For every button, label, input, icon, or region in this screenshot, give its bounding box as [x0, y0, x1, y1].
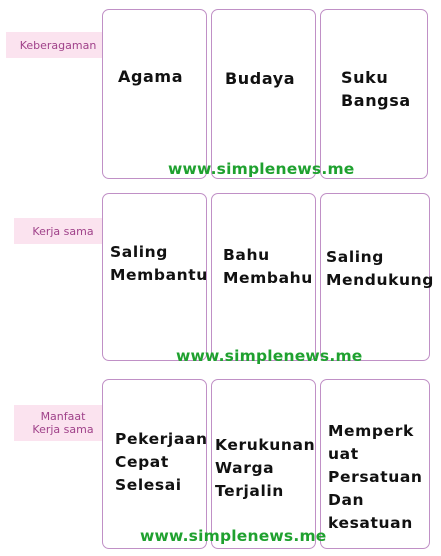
card-text: Budaya	[225, 69, 296, 88]
card-text: Saling Mendukung	[326, 248, 434, 289]
row-label-text: Manfaat Kerja sama	[32, 410, 94, 436]
card-saling-membantu	[102, 193, 207, 361]
row-label-text: Kerja sama	[32, 224, 94, 238]
card-text: Memperk uat Persatuan Dan kesatuan	[328, 422, 423, 532]
watermark-text: www.simplenews.me	[176, 347, 363, 365]
card-memperkuat-persatuan	[320, 379, 430, 549]
card-text: Agama	[118, 67, 184, 86]
watermark-text: www.simplenews.me	[168, 160, 355, 178]
card-budaya	[211, 9, 316, 179]
card-text: Bahu Membahu	[223, 246, 313, 287]
card-text: Suku Bangsa	[341, 68, 411, 110]
card-suku-bangsa	[320, 9, 428, 179]
row-label-text: Keberagaman	[19, 38, 97, 52]
card-pekerjaan-cepat-selesai	[102, 379, 207, 549]
card-agama	[102, 9, 207, 179]
row-label-keberagaman: Keberagaman	[6, 32, 118, 58]
card-saling-mendukung	[320, 193, 430, 361]
card-text: Saling Membantu	[110, 243, 208, 284]
card-bahu-membahu	[211, 193, 316, 361]
watermark-text: www.simplenews.me	[140, 527, 327, 545]
card-kerukunan-warga-terjalin	[211, 379, 316, 549]
card-text: Kerukunan Warga Terjalin	[215, 436, 316, 500]
card-text: Pekerjaan Cepat Selesai	[115, 430, 208, 494]
